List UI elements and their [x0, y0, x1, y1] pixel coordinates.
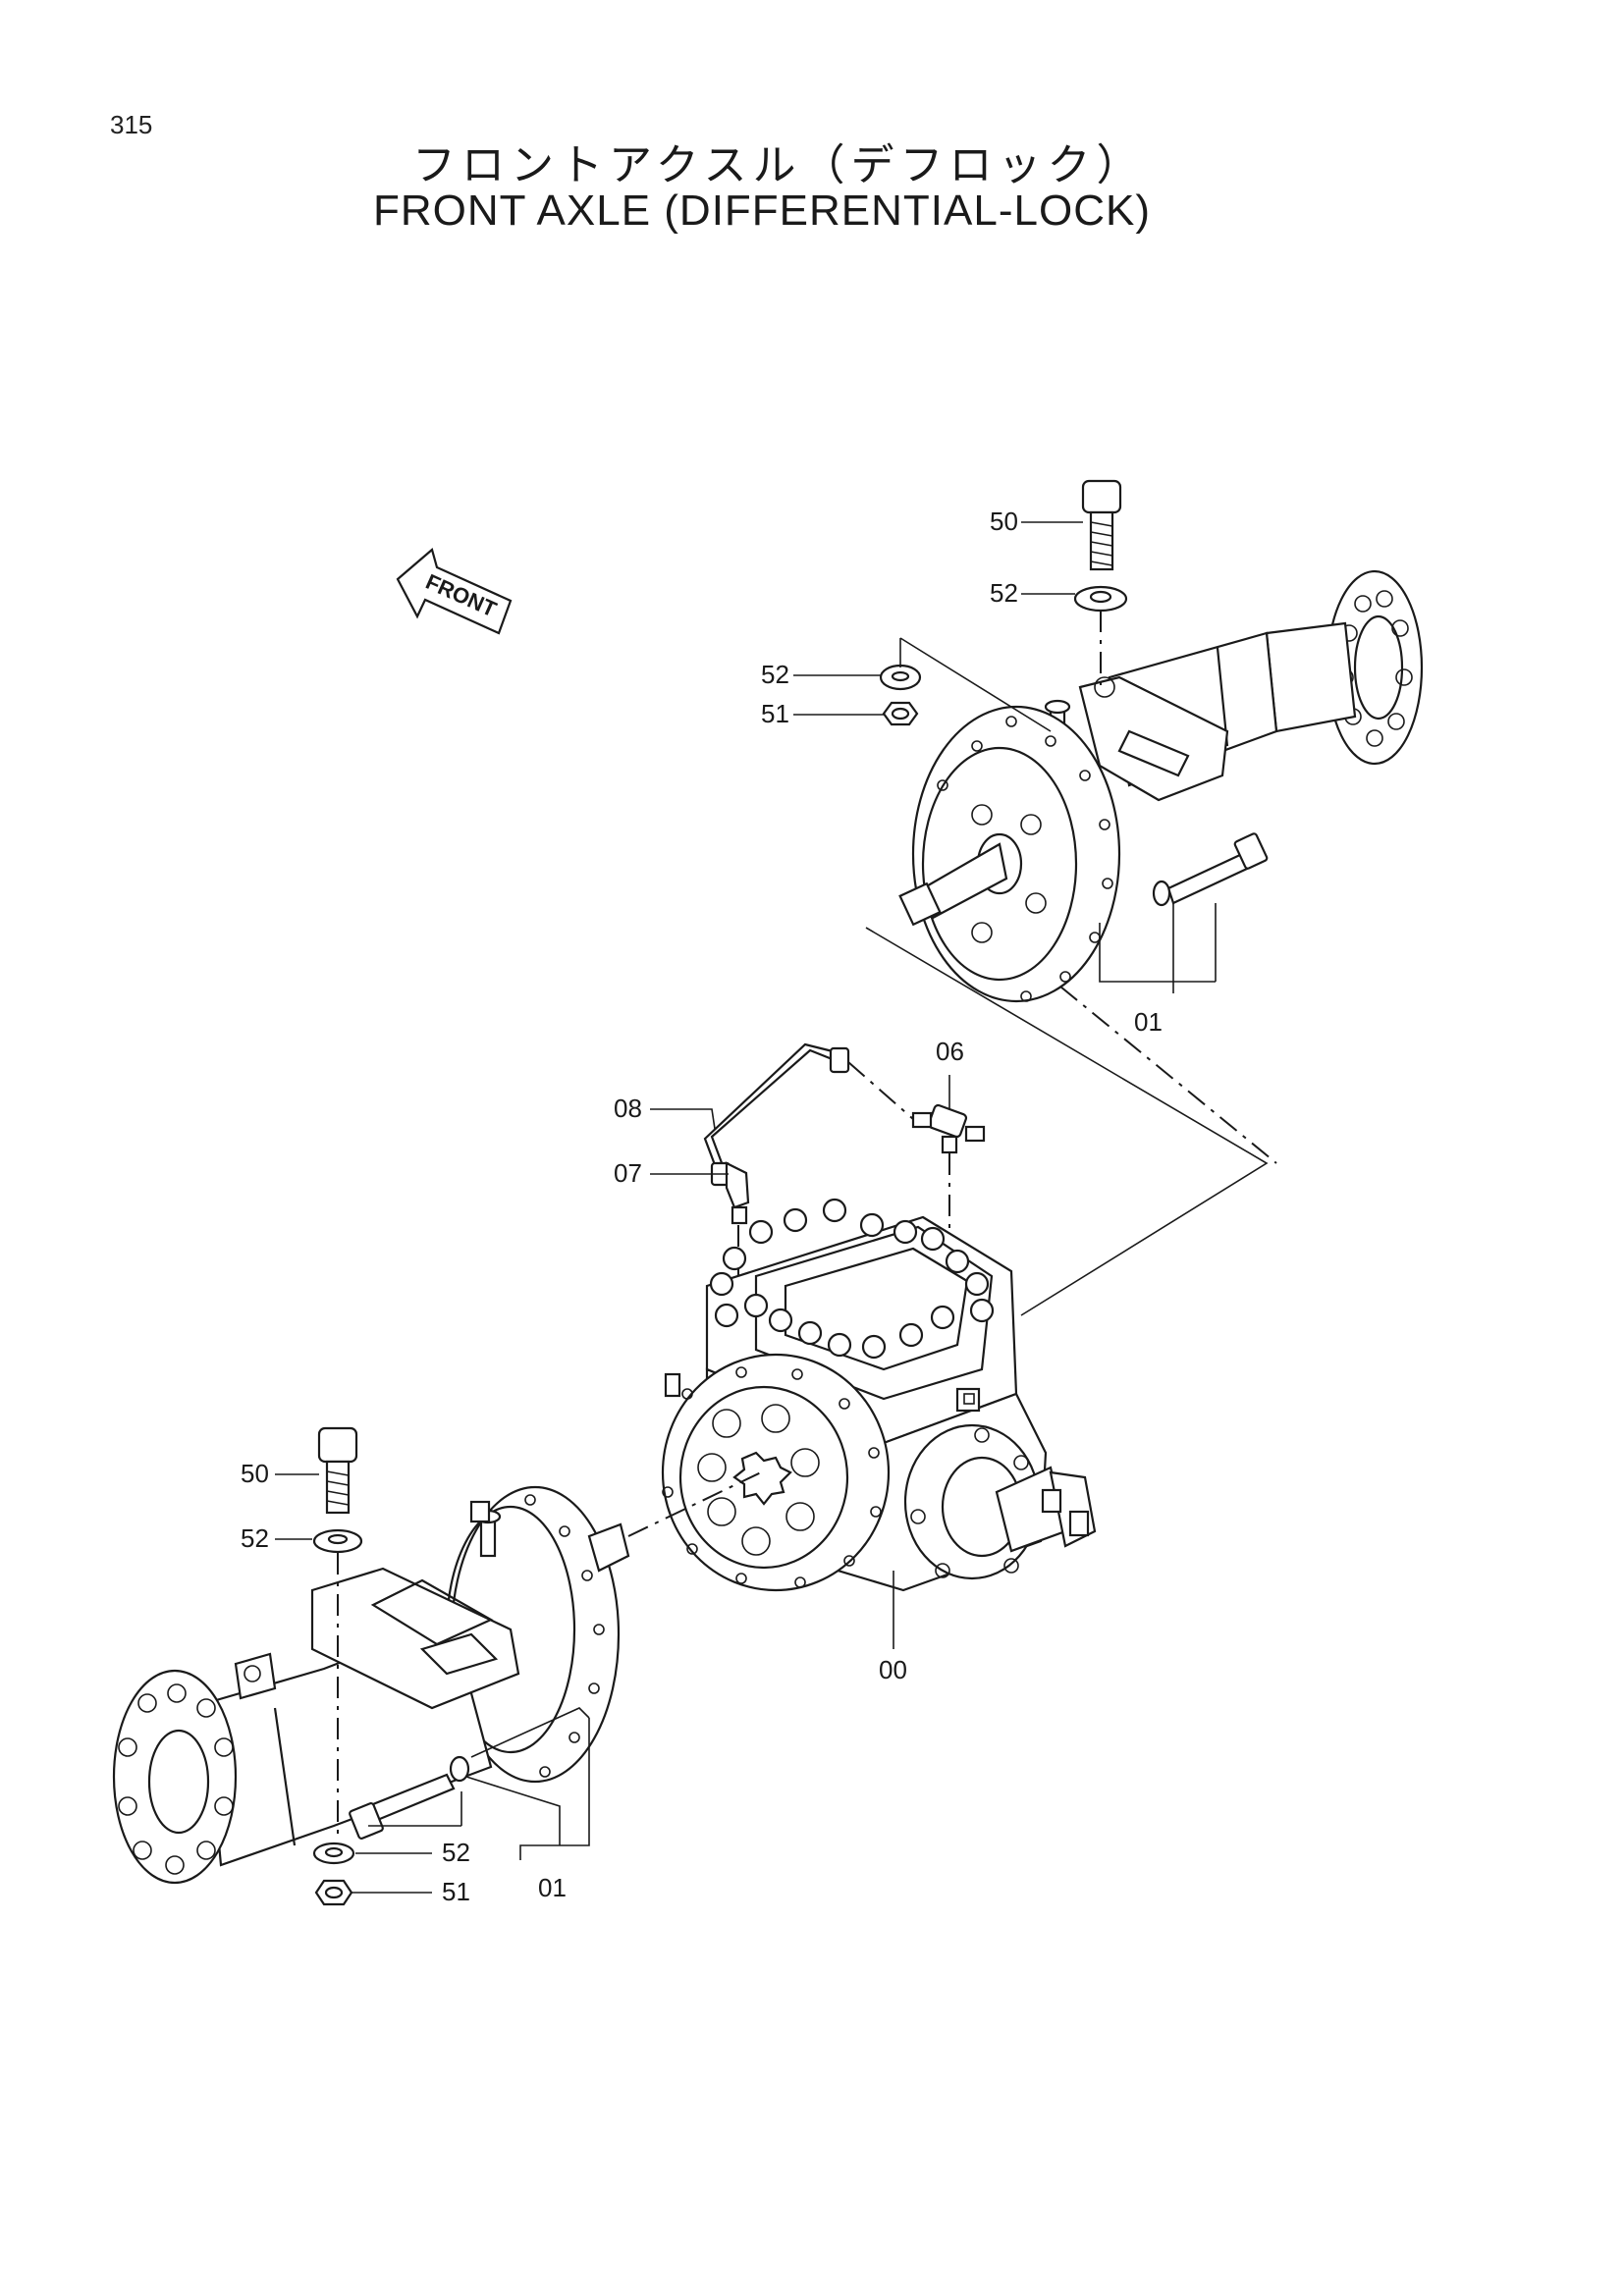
left-hub-bolt-circle [524, 1494, 605, 1778]
label-bottom-lower-nut: 51 [442, 1877, 470, 1906]
title-english: FRONT AXLE (DIFFERENTIAL-LOCK) [373, 187, 1151, 235]
differential-case-00 [661, 1198, 1097, 1592]
top-washer-52 [1073, 585, 1128, 613]
cover-bolts [709, 1198, 995, 1360]
elbow-07 [725, 1161, 750, 1225]
tee-fitting-06 [911, 1103, 986, 1154]
diff-flange-bolts [662, 1366, 882, 1588]
label-top-washer: 52 [990, 578, 1018, 608]
label-top-left-washer: 52 [761, 660, 789, 689]
label-elbow: 07 [614, 1158, 642, 1188]
bottom-washer-52 [312, 1528, 363, 1554]
bracket-top-assembly [1099, 903, 1217, 993]
left-axle-housing [112, 1485, 630, 1885]
front-marker-text: FRONT [422, 569, 501, 622]
label-top-assembly: 01 [1134, 1007, 1163, 1037]
label-pipe: 08 [614, 1094, 642, 1123]
label-tee-fitting: 06 [936, 1037, 964, 1066]
top-left-nut-51 [882, 701, 919, 726]
bottom-lower-washer-52 [312, 1842, 355, 1865]
label-bottom-assembly: 01 [538, 1873, 567, 1902]
leader-pipe [650, 1108, 716, 1130]
right-axle-housing [898, 569, 1424, 1003]
label-bottom-bolt: 50 [241, 1459, 269, 1488]
title-japanese: フロントアクスル（デフロック） [412, 140, 1146, 190]
label-differential: 00 [879, 1655, 907, 1684]
diff-face-holes [697, 1404, 820, 1556]
top-bolt-50 [1081, 479, 1122, 571]
front-direction-marker: FRONT [396, 548, 513, 635]
label-bottom-washer: 52 [241, 1523, 269, 1553]
centerline-pipe-tee [847, 1061, 914, 1120]
page-number: 315 [110, 110, 153, 139]
bottom-lower-nut-51 [314, 1879, 353, 1906]
label-top-bolt: 50 [990, 507, 1018, 536]
label-bottom-lower-washer: 52 [442, 1838, 470, 1867]
label-top-left-nut: 51 [761, 699, 789, 728]
bracket-bottom-assembly [460, 1718, 590, 1860]
bottom-bolt-50 [317, 1426, 358, 1515]
top-left-washer-52 [879, 664, 922, 691]
left-flange-bolt-holes [118, 1683, 234, 1875]
